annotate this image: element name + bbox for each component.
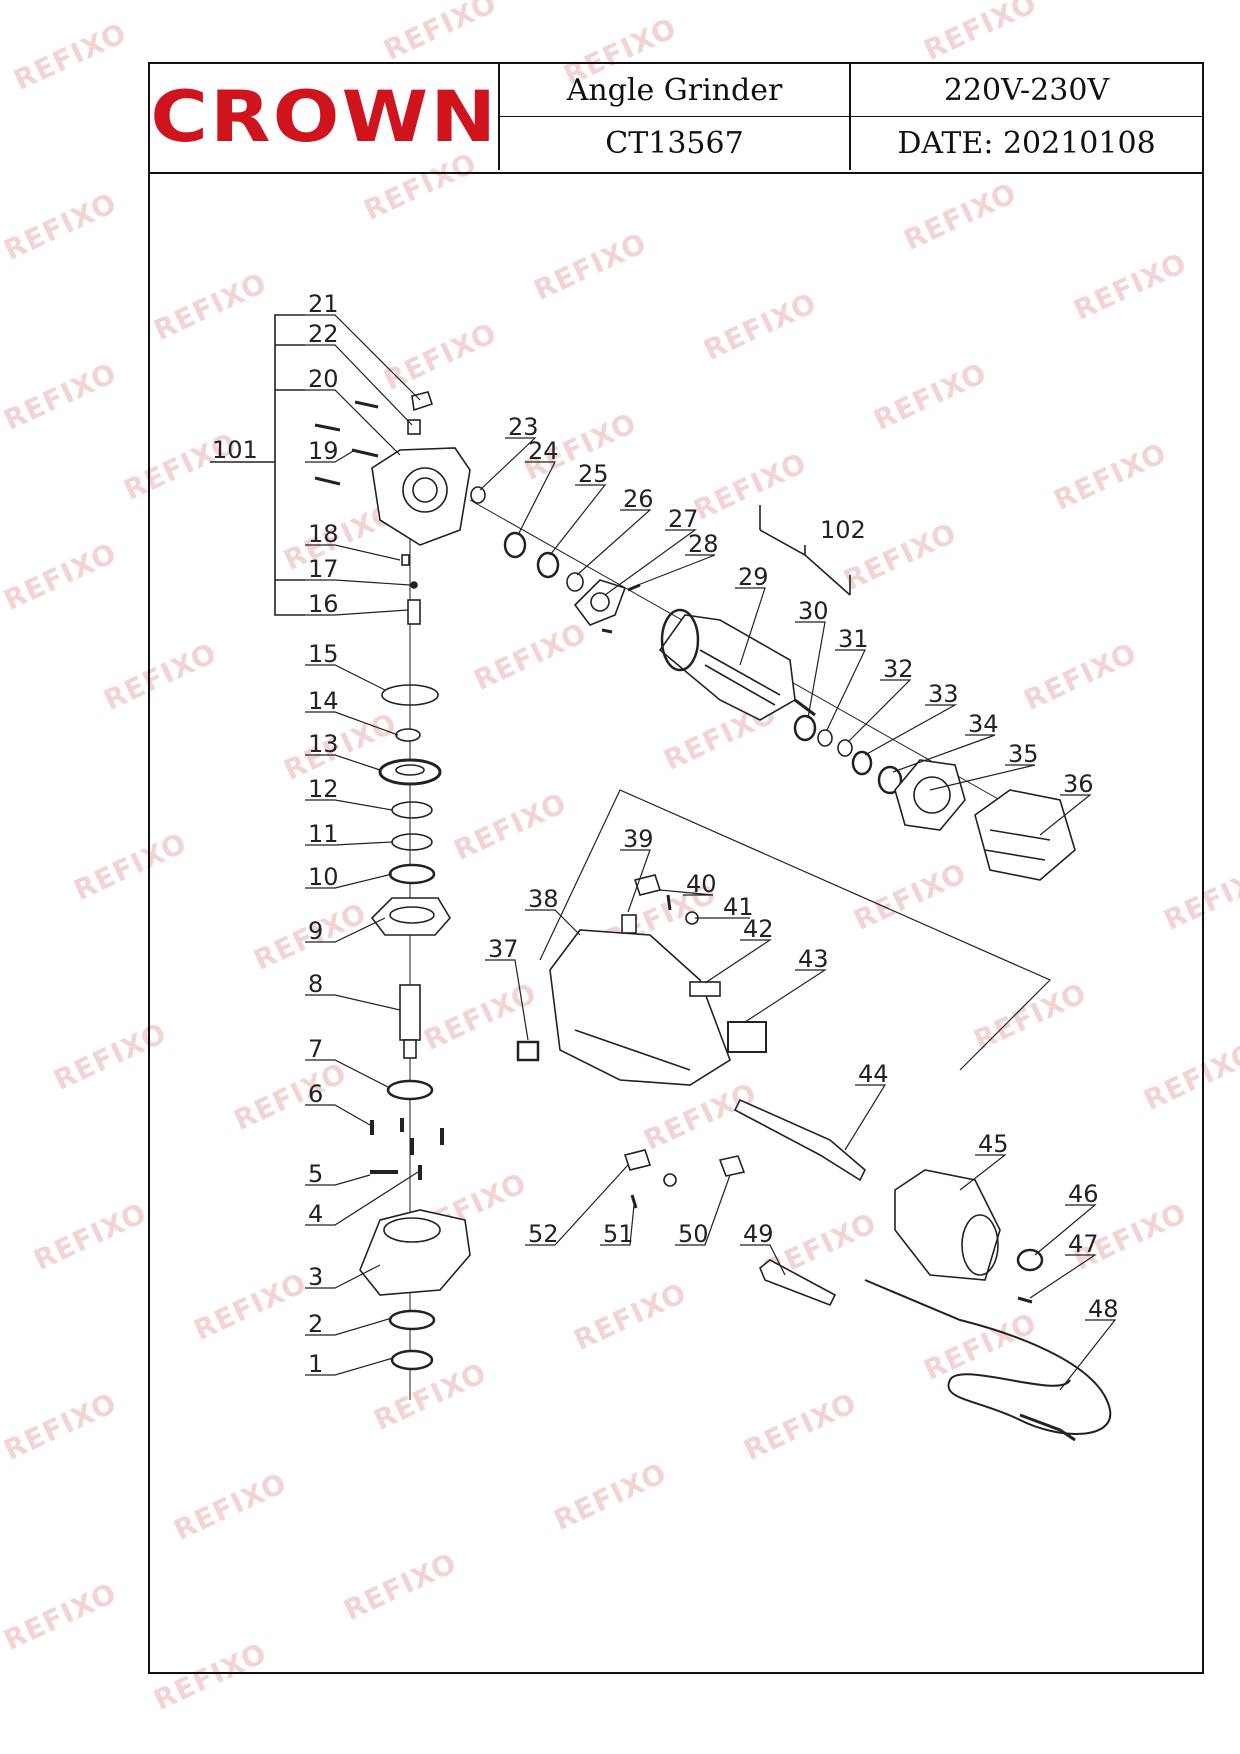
part-number-18: 18 <box>308 520 339 548</box>
part-15-o-ring <box>381 684 439 706</box>
part-number-6: 6 <box>308 1080 323 1108</box>
part-number-29: 29 <box>738 563 769 591</box>
housing-group-bracket <box>539 789 1052 1071</box>
part-27-bearing-plate <box>573 579 627 626</box>
part-number-44: 44 <box>858 1060 889 1088</box>
part-number-101: 101 <box>212 436 258 464</box>
part-9-bearing-cover <box>370 897 451 936</box>
part-number-1: 1 <box>308 1350 323 1378</box>
part-number-25: 25 <box>578 460 609 488</box>
part-number-8: 8 <box>308 970 323 998</box>
part-48-power-cord <box>864 1279 1112 1435</box>
part-number-31: 31 <box>838 625 869 653</box>
part-number-17: 17 <box>308 555 339 583</box>
part-number-21: 21 <box>308 290 339 318</box>
part-36-stator <box>974 789 1076 881</box>
part-8-spindle <box>399 984 421 1041</box>
part-number-10: 10 <box>308 863 339 891</box>
part-number-9: 9 <box>308 917 323 945</box>
part-number-45: 45 <box>978 1130 1009 1158</box>
part-number-20: 20 <box>308 365 339 393</box>
part-number-13: 13 <box>308 730 339 758</box>
part-number-30: 30 <box>798 597 829 625</box>
part-number-22: 22 <box>308 320 339 348</box>
part-number-16: 16 <box>308 590 339 618</box>
part-45-rear-cover <box>894 1169 1001 1281</box>
part-number-40: 40 <box>686 870 717 898</box>
brand-logo-cell: CROWN <box>150 64 500 170</box>
part-number-51: 51 <box>603 1220 634 1248</box>
part-number-34: 34 <box>968 710 999 738</box>
part-number-42: 42 <box>743 915 774 943</box>
model-number: CT13567 <box>500 117 851 170</box>
drawing-date: DATE: 20210108 <box>897 126 1156 161</box>
part-number-43: 43 <box>798 945 829 973</box>
part-3-wheel-guard <box>359 1209 471 1296</box>
part-number-15: 15 <box>308 640 339 668</box>
product-name: Angle Grinder <box>500 64 851 117</box>
part-number-2: 2 <box>308 1310 323 1338</box>
part-number-50: 50 <box>678 1220 709 1248</box>
part-16-spindle-lock-pin <box>407 599 421 625</box>
part-number-36: 36 <box>1063 770 1094 798</box>
part-13-bevel-gear <box>378 758 442 786</box>
part-number-48: 48 <box>1088 1295 1119 1323</box>
part-number-3: 3 <box>308 1263 323 1291</box>
title-block: CROWN Angle Grinder CT13567 220V-230V DA… <box>150 64 1202 174</box>
drawing-sheet: CROWN Angle Grinder CT13567 220V-230V DA… <box>148 62 1204 1674</box>
part-number-37: 37 <box>488 935 519 963</box>
voltage-rating: 220V-230V <box>851 64 1202 117</box>
part-number-23: 23 <box>508 413 539 441</box>
part-number-38: 38 <box>528 885 559 913</box>
part-number-labels: 21 22 20 19 101 18 17 16 15 14 13 12 11 … <box>212 290 1119 1378</box>
part-number-28: 28 <box>688 530 719 558</box>
part-43-switch <box>727 1021 767 1053</box>
part-number-12: 12 <box>308 775 339 803</box>
group-bracket-101 <box>274 314 305 616</box>
brand-logo: CROWN <box>150 76 498 158</box>
part-number-19: 19 <box>308 437 339 465</box>
part-number-47: 47 <box>1068 1230 1099 1258</box>
part-49-cord-guard <box>759 1259 837 1307</box>
part-number-49: 49 <box>743 1220 774 1248</box>
part-44-switch-rod <box>733 1098 866 1182</box>
part-number-39: 39 <box>623 825 654 853</box>
part-38-motor-housing <box>549 929 731 1086</box>
part-number-102: 102 <box>820 516 866 544</box>
part-number-7: 7 <box>308 1035 323 1063</box>
part-35-air-baffle <box>894 759 966 831</box>
part-number-35: 35 <box>1008 740 1039 768</box>
part-number-32: 32 <box>883 655 914 683</box>
part-number-11: 11 <box>308 820 339 848</box>
part-number-5: 5 <box>308 1160 323 1188</box>
part-20-gear-housing <box>371 447 471 546</box>
part-number-46: 46 <box>1068 1180 1099 1208</box>
part-number-24: 24 <box>528 437 559 465</box>
part-number-27: 27 <box>668 505 699 533</box>
part-number-4: 4 <box>308 1200 323 1228</box>
part-number-41: 41 <box>723 893 754 921</box>
part-number-14: 14 <box>308 687 339 715</box>
part-number-26: 26 <box>623 485 654 513</box>
part-number-52: 52 <box>528 1220 559 1248</box>
part-number-33: 33 <box>928 680 959 708</box>
